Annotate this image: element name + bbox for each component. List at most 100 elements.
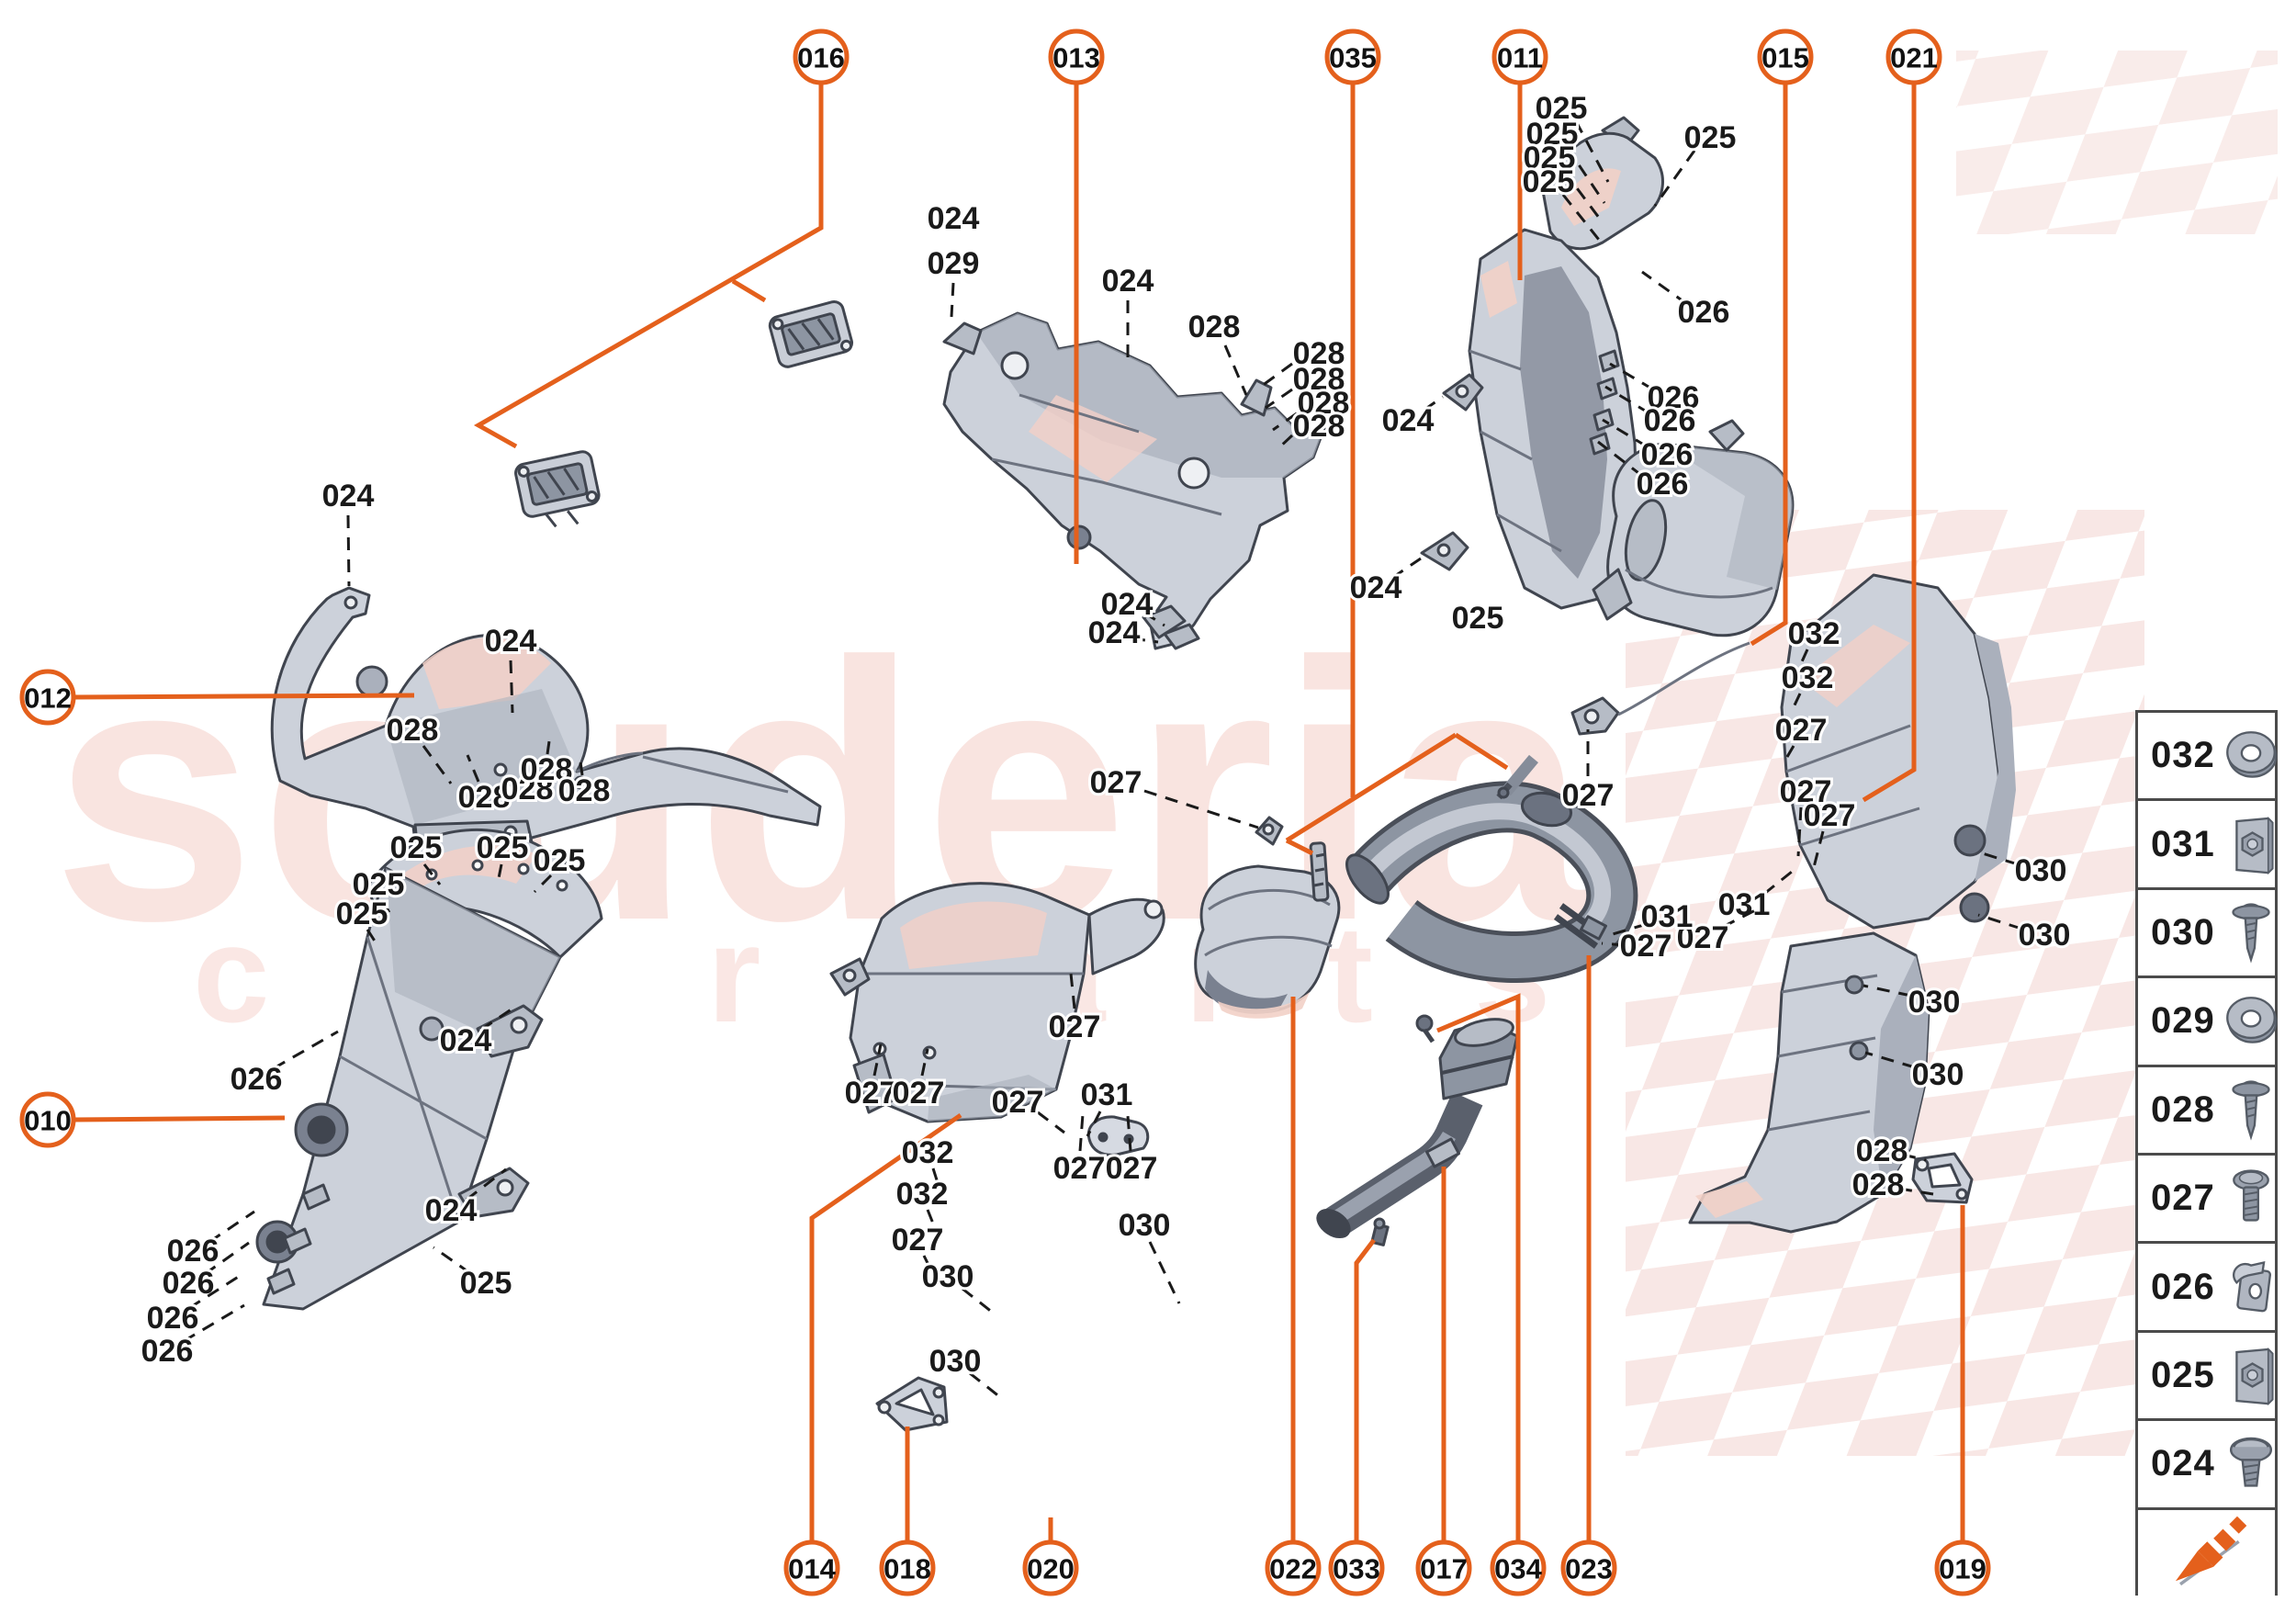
label-pointer-031-48 [1763,870,1793,896]
part-number-label-028: 028 [1856,1133,1908,1168]
leader-line-033 [1354,1238,1376,1542]
part-number-label-027: 027 [845,1076,897,1111]
legend-row-arrow[interactable] [2138,1509,2275,1598]
callout-035[interactable]: 035 [1324,28,1381,85]
callout-circle-022[interactable] [1265,1539,1322,1596]
part-number-label-027: 027 [992,1085,1044,1120]
label-pointer-030-53 [1864,1051,1916,1069]
part-018-bracket-illustration [875,1376,949,1432]
callout-circles: 016 013 035 011 015 021 012 010 014 018 020 022 033 0… [19,28,1991,1596]
callout-019[interactable]: 019 [1934,1539,1991,1596]
callout-circle-010[interactable] [19,1091,76,1148]
callout-circle-021[interactable] [1885,28,1942,85]
legend-row-028[interactable]: 028 [2138,1066,2275,1156]
callout-label-033: 033 [1333,1553,1380,1585]
callout-circle-016[interactable] [793,28,850,85]
part-number-label-030: 030 [2019,918,2071,953]
legend-row-025[interactable]: 025 [2138,1332,2275,1422]
legend-row-031[interactable]: 031 [2138,801,2275,890]
callout-circle-017[interactable] [1415,1539,1472,1596]
label-pointer-026-26 [208,1210,255,1244]
label-pointer-024-11 [509,660,514,714]
callout-021[interactable]: 021 [1885,28,1942,85]
part-number-label-025: 025 [534,843,586,878]
legend-row-032[interactable]: 032 [2138,713,2278,802]
callout-014[interactable]: 014 [783,1539,840,1596]
callout-circle-011[interactable] [1491,28,1548,85]
part-number-label-027: 027 [1090,765,1142,800]
legend-row-029[interactable]: 029 [2138,978,2278,1067]
part-number-label-028: 028 [1188,310,1241,344]
part-number-label-028: 028 [1293,336,1345,371]
label-pointer-024-10 [346,514,351,587]
callout-circle-034[interactable] [1490,1539,1547,1596]
callout-label-013: 013 [1052,42,1100,74]
label-pointer-027-59 [920,1048,929,1077]
clipnut-icon [2215,807,2287,881]
callout-016[interactable]: 016 [793,28,850,85]
callout-013[interactable]: 013 [1048,28,1105,85]
part-034-clip-illustration [1415,1014,1435,1043]
legend-row-027[interactable]: 027 [2138,1155,2275,1245]
callout-circle-035[interactable] [1324,28,1381,85]
label-pointer-030-65 [1148,1241,1181,1304]
callout-017[interactable]: 017 [1415,1539,1472,1596]
part-035-clamp-upper-illustration [1496,754,1538,800]
legend-row-030[interactable]: 030 [2138,889,2275,979]
callout-010[interactable]: 010 [19,1091,76,1148]
label-pointer-027-69 [1078,1113,1085,1152]
callout-022[interactable]: 022 [1265,1539,1322,1596]
part-035-clamp-lower-illustration [1309,841,1330,902]
part-number-label-025: 025 [477,830,529,865]
callout-012[interactable]: 012 [19,669,76,726]
label-pointer-025-31 [1565,146,1606,204]
callout-circle-019[interactable] [1934,1539,1991,1596]
callout-015[interactable]: 015 [1757,28,1814,85]
callout-circle-023[interactable] [1560,1539,1617,1596]
part-number-label-024: 024 [485,624,537,659]
leader-line-021 [1862,83,1917,803]
legend-row-026[interactable]: 026 [2138,1244,2275,1333]
part-number-label-025: 025 [1526,117,1579,152]
part-023-hose-illustration [1345,781,1638,983]
part-number-label-027: 027 [1804,798,1856,833]
label-pointer-027-58 [872,1043,883,1077]
callout-033[interactable]: 033 [1328,1539,1385,1596]
callout-020[interactable]: 020 [1022,1539,1079,1596]
callout-circle-018[interactable] [879,1539,936,1596]
label-pointer-028-4 [1261,362,1293,388]
label-pointer-028-15 [546,740,551,755]
callout-023[interactable]: 023 [1560,1539,1617,1596]
callout-label-011: 011 [1497,42,1543,74]
callout-label-022: 022 [1269,1553,1317,1585]
label-pointer-026-29 [183,1303,245,1343]
label-pointer-032-43 [1797,648,1809,669]
part-number-label-026: 026 [1637,467,1689,502]
part-number-label-028: 028 [1293,409,1345,444]
label-pointer-028-12 [422,745,453,784]
callout-011[interactable]: 011 [1491,28,1548,85]
callout-circle-013[interactable] [1048,28,1105,85]
callout-label-018: 018 [884,1553,931,1585]
callout-circle-020[interactable] [1022,1539,1079,1596]
callout-circle-033[interactable] [1328,1539,1385,1596]
label-pointer-026-38 [1602,418,1648,448]
legend-row-024[interactable]: 024 [2138,1421,2275,1510]
part-number-label-027: 027 [1620,929,1672,964]
callout-label-010: 010 [24,1105,72,1137]
callout-label-034: 034 [1494,1553,1542,1585]
callout-034[interactable]: 034 [1490,1539,1547,1596]
part-019-bracket-illustration [1911,1152,1974,1204]
callout-circle-015[interactable] [1757,28,1814,85]
part-number-label-024: 024 [440,1023,492,1058]
callout-circle-012[interactable] [19,669,76,726]
part-number-label-028: 028 [1293,362,1345,397]
part-number-label-028: 028 [387,713,439,748]
legend-code: 031 [2151,823,2215,864]
callout-circle-014[interactable] [783,1539,840,1596]
label-pointer-027-49 [1722,906,1761,929]
part-number-label-025: 025 [1536,91,1588,126]
part-number-label-027: 027 [1106,1151,1158,1186]
part-number-label-026: 026 [231,1062,283,1097]
callout-018[interactable]: 018 [879,1539,936,1596]
